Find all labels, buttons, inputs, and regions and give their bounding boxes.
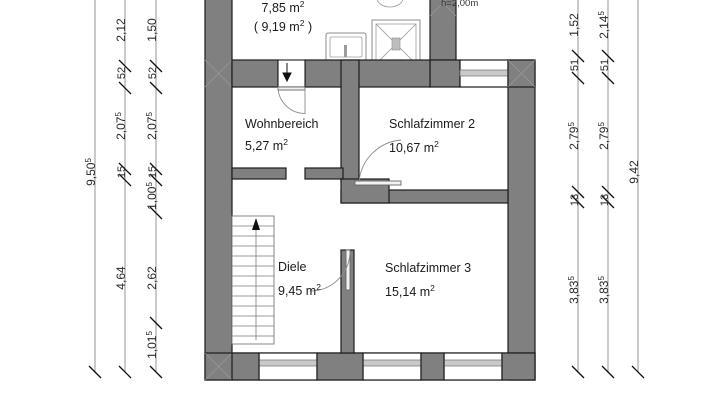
room-area-bad-secondary: ( 9,19 m2 ) (254, 18, 312, 34)
dim-right-inner-4: 3,835 (567, 276, 582, 304)
dim-right-inner-2: 2,795 (567, 122, 582, 150)
bottom-windows (231, 352, 536, 381)
dimension-chain-left-inner: 1,50 52 2,075 15 1,005 2,62 1,015 (145, 0, 163, 379)
door-diele-to-schlafzimmer3 (309, 249, 351, 292)
room-name-diele: Diele (278, 260, 307, 274)
note-ceiling-height: h=2,00m (441, 0, 478, 9)
dim-right-inner-1: 51 (569, 59, 581, 71)
dim-left-mid-1: 52 (116, 67, 128, 79)
dim-left-inner-3: 15 (147, 166, 159, 178)
dim-right-mid-0: 2,145 (597, 11, 612, 39)
staircase (231, 215, 275, 345)
dim-left-inner-5: 2,62 (145, 266, 159, 290)
dim-right-inner-0: 1,52 (567, 13, 581, 37)
top-right-wall-section (429, 59, 536, 88)
room-area-bad: 7,85 m2 (262, 0, 305, 15)
toilet-icon (376, 0, 404, 8)
dim-right-mid-1: 51 (599, 59, 611, 71)
room-name-schlafzimmer3: Schlafzimmer 3 (385, 261, 471, 275)
dim-left-mid-2: 2,075 (114, 112, 129, 140)
dim-right-outer-total: 9,42 (627, 160, 641, 184)
dim-left-inner-2: 2,075 (145, 112, 160, 140)
dim-right-mid-4: 3,835 (597, 276, 612, 304)
dimension-chain-left-middle: 2,12 52 2,075 15 4,64 (114, 0, 132, 379)
dimension-chain-right-middle: 2,145 51 2,795 13 3,835 (597, 0, 615, 379)
room-name-schlafzimmer2: Schlafzimmer 2 (389, 117, 475, 131)
dimension-chain-right-inner: 1,52 51 2,795 13 3,835 (567, 0, 585, 379)
interior-walls (231, 59, 509, 354)
dim-left-inner-4: 1,005 (145, 182, 160, 210)
dimension-chain-left-outer: 9,505 (84, 0, 102, 379)
room-labels: 7,85 m2 ( 9,19 m2 ) Wohnbereich 5,27 m2 … (245, 0, 475, 299)
room-area-diele: 9,45 m2 (278, 282, 321, 298)
room-area-schlafzimmer3: 15,14 m2 (385, 283, 435, 299)
room-name-wohnbereich: Wohnbereich (245, 117, 318, 131)
dim-left-inner-6: 1,015 (145, 331, 160, 359)
door-wohnbereich-to-schlafzimmer2 (354, 139, 402, 186)
dim-right-inner-3: 13 (569, 194, 581, 206)
dim-right-mid-2: 2,795 (597, 122, 612, 150)
dim-left-mid-0: 2,12 (114, 18, 128, 42)
dim-left-mid-4: 4,64 (114, 266, 128, 290)
washbasin-icon (325, 32, 367, 62)
room-area-wohnbereich: 5,27 m2 (245, 137, 288, 153)
dimension-chain-right-outer: 9,42 (627, 0, 645, 379)
door-bath-to-wohnbereich (277, 59, 306, 114)
dim-right-mid-3: 13 (599, 194, 611, 206)
dim-left-mid-3: 15 (116, 166, 128, 178)
room-area-schlafzimmer2: 10,67 m2 (389, 139, 439, 155)
dim-left-outer-total: 9,505 (84, 158, 99, 186)
dim-left-inner-1: 52 (147, 67, 159, 79)
dim-left-inner-0: 1,50 (145, 18, 159, 42)
